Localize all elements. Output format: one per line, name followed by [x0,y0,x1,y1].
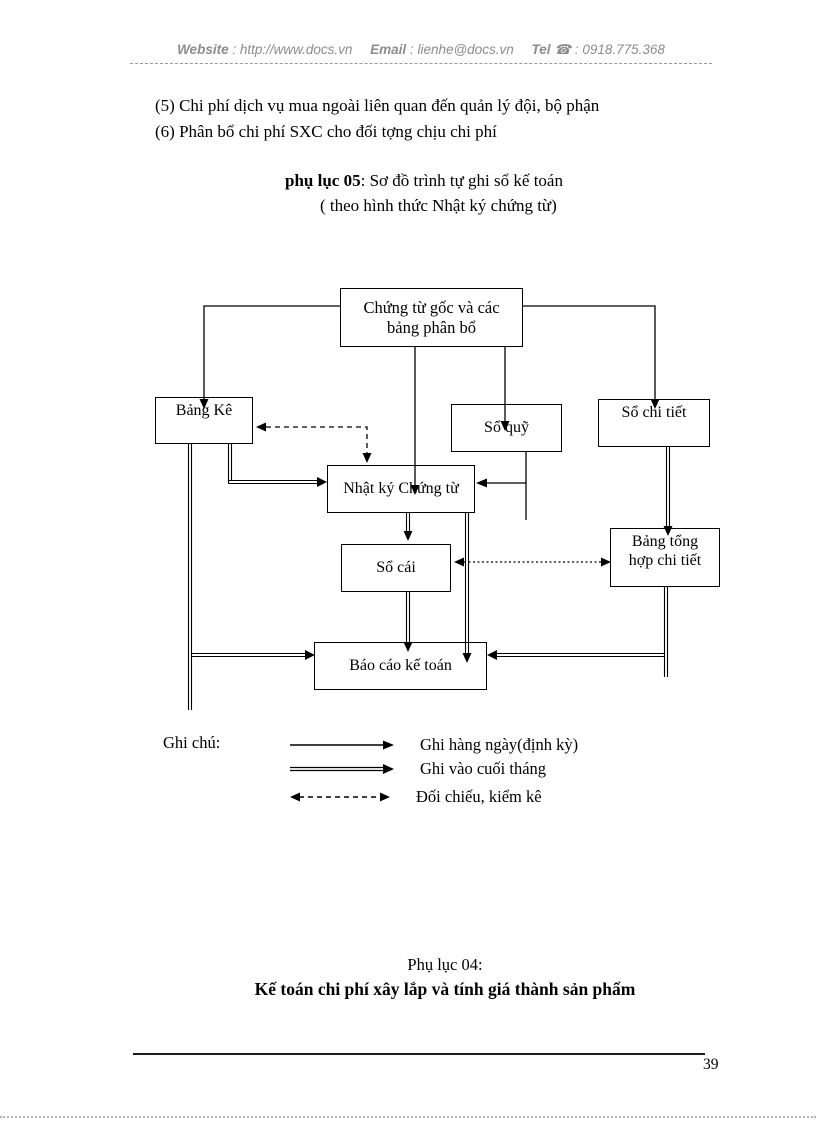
box-so-chi-tiet-label: Sổ chi tiết [621,404,687,421]
dashed-arrowheads [256,422,372,463]
legend-label: Ghi chú: [163,733,221,752]
appendix04-subtitle: Kế toán chi phí xây lắp và tính giá thàn… [254,979,636,999]
footer-divider [133,1053,705,1055]
appendix04-title: Phụ lục 04: [407,955,483,974]
tel-value: : 0918.775.368 [571,42,665,57]
page-number: 39 [703,1056,719,1073]
box-nhat-ky-chung-tu-label: Nhật ký Chứng từ [343,479,459,497]
box-so-quy: Sổ quỹ [451,404,562,452]
box-bang-tong-hop-line1: Bảng tổng [631,533,699,550]
box-source-documents: Chứng từ gốc và các bảng phân bổ [340,288,523,347]
dashed-double-arrow-icon [290,792,390,802]
legend-monthly-label: Ghi vào cuối tháng [420,759,547,778]
email-value: : lienhe@docs.vn [406,42,514,57]
appendix05-subtitle: ( theo hình thức Nhật ký chứng từ) [320,196,557,215]
solid-arrowheads [199,399,660,495]
box-bao-cao: Báo cáo kế toán [314,642,487,690]
box-so-cai-label: Sổ cái [376,558,416,576]
box-bang-ke: Bảng Kê [155,397,253,444]
box-nhat-ky-chung-tu: Nhật ký Chứng từ [327,465,475,513]
dashed-connector [266,426,368,453]
appendix05-title: phụ lục 05: Sơ đồ trình tự ghi sổ kế toá… [285,171,563,191]
note-item-6: (6) Phân bổ chi phí SXC cho đối tợng chị… [155,122,497,141]
page-bottom-edge [0,1116,816,1118]
email-label: Email [370,42,407,57]
legend-daily-label: Ghi hàng ngày(định kỳ) [420,735,579,754]
appendix05-title-rest: : Sơ đồ trình tự ghi sổ kế toán [360,171,563,190]
legend-reconcile-label: Đối chiếu, kiểm kê [416,787,542,806]
appendix05-title-bold: phụ lục 05 [285,171,361,190]
box-bang-tong-hop-line2: hợp chi tiết [628,551,702,569]
tel-label: Tel [531,42,551,57]
box-so-quy-label: Sổ quỹ [484,418,529,436]
dotted-arrowheads [454,557,611,567]
box-source-documents-line1: Chứng từ gốc và các [363,298,500,318]
note-item-5: (5) Chi phí dịch vụ mua ngoài liên quan … [155,96,600,115]
phone-icon: ☎ [554,42,572,57]
page-header: Website : http://www.docs.vn Email : lie… [130,42,712,58]
appendix04-block: Phụ lục 04: Kế toán chi phí xây lắp và t… [80,955,810,1000]
legend-row-reconcile: Đối chiếu, kiểm kê [290,785,542,809]
box-source-documents-line2: bảng phân bổ [387,317,476,337]
legend-row-monthly: Ghi vào cuối tháng [290,757,546,781]
website-value: : http://www.docs.vn [228,42,353,57]
box-bang-tong-hop: Bảng tổng hợp chi tiết [610,528,720,587]
legend-row-daily: Ghi hàng ngày(định kỳ) [290,733,578,757]
box-so-cai: Sổ cái [341,544,451,592]
solid-connectors [203,305,656,520]
box-so-chi-tiet: Sổ chi tiết [598,399,710,447]
box-bao-cao-label: Báo cáo kế toán [349,656,452,674]
double-connectors [187,444,671,710]
double-arrow-icon [290,764,394,774]
header-divider [130,63,712,64]
box-bang-ke-label: Bảng Kê [175,402,233,419]
solid-arrow-icon [290,740,394,750]
website-label: Website [177,42,229,57]
